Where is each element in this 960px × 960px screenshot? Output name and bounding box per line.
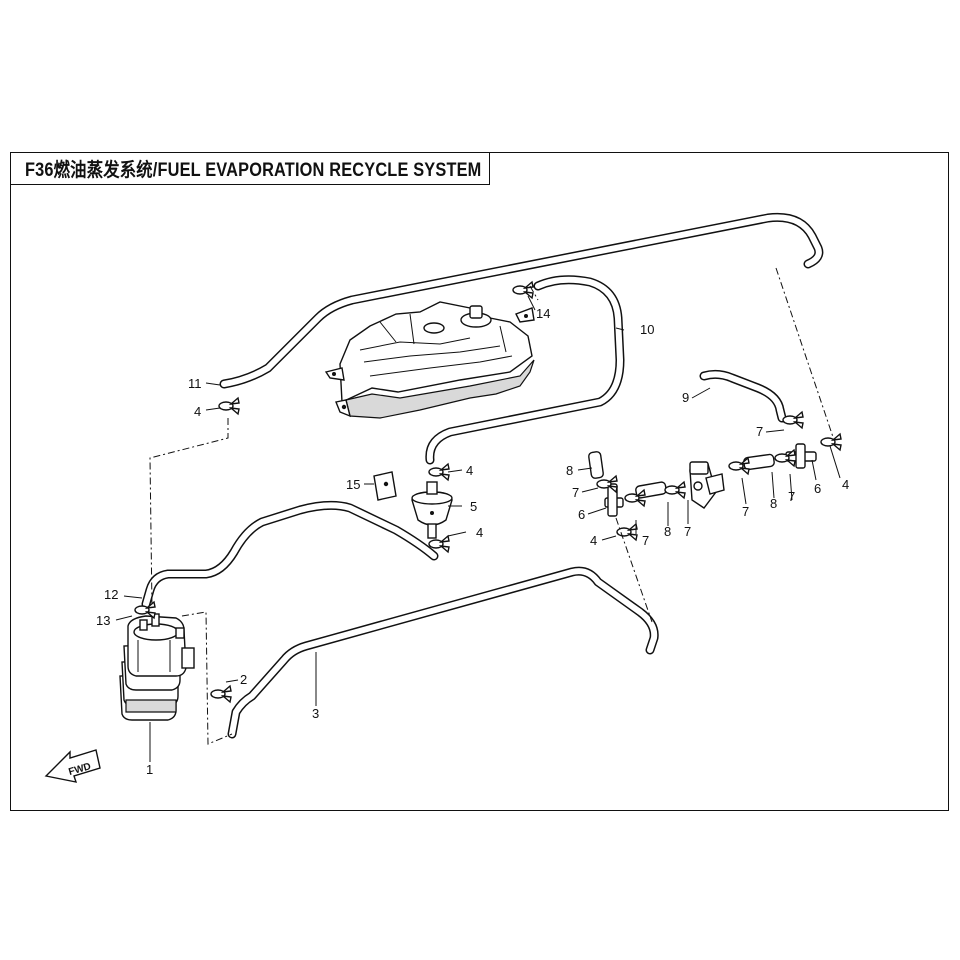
callout-4a: 4 (194, 404, 201, 419)
callout-7c: 7 (684, 524, 691, 539)
callout-8b: 8 (664, 524, 671, 539)
clamp-7c-icon (664, 480, 686, 500)
clamp-13-icon (134, 600, 156, 620)
hose-12 (141, 500, 439, 609)
callout-4b: 4 (466, 463, 473, 478)
callout-7a: 7 (572, 485, 579, 500)
t-connector-6a (604, 483, 624, 517)
callout-12: 12 (104, 587, 118, 602)
fuel-filter-5 (411, 481, 453, 539)
callout-7f: 7 (756, 424, 763, 439)
canister-1 (119, 613, 195, 721)
clamp-2-icon (210, 684, 232, 704)
callout-1: 1 (146, 762, 153, 777)
callout-8c: 8 (770, 496, 777, 511)
clamp-4e-icon (820, 432, 842, 452)
clamp-7e-icon (774, 448, 796, 468)
callout-4c: 4 (476, 525, 483, 540)
assembly-lines (149, 267, 835, 745)
clamp-7a-icon (596, 474, 618, 494)
callout-14: 14 (536, 306, 550, 321)
callout-11: 11 (188, 376, 202, 391)
callout-6a: 6 (578, 507, 585, 522)
hose-segment-8a (588, 451, 604, 479)
fuel-tank (324, 301, 535, 419)
callout-4e: 4 (842, 477, 849, 492)
clamp-group (134, 280, 842, 704)
bracket-15 (373, 471, 397, 501)
callout-7b: 7 (642, 533, 649, 548)
fwd-arrow-icon: FWD (44, 749, 101, 783)
callout-13: 13 (96, 613, 110, 628)
callout-15: 15 (346, 477, 360, 492)
callout-7d: 7 (742, 504, 749, 519)
callout-6b: 6 (814, 481, 821, 496)
hose-11 (219, 212, 824, 389)
callout-4d: 4 (590, 533, 597, 548)
callout-7e: 7 (788, 489, 795, 504)
valve-assembly (689, 461, 725, 509)
callout-3: 3 (312, 706, 319, 721)
callout-numbers: 1 2 3 4 4 4 4 4 5 6 6 7 7 7 7 7 7 8 8 8 … (96, 306, 849, 777)
page-title: F36燃油蒸发系统/FUEL EVAPORATION RECYCLE SYSTE… (25, 160, 482, 181)
clamp-4b-icon (428, 462, 450, 482)
callout-8a: 8 (566, 463, 573, 478)
clamp-7b-icon (624, 488, 646, 508)
clamp-14-icon (512, 280, 534, 300)
leader-lines (115, 295, 841, 762)
clamp-4c-icon (428, 534, 450, 554)
callout-9: 9 (682, 390, 689, 405)
hose-9 (699, 369, 787, 423)
hose-10 (425, 275, 625, 465)
clamp-7d-icon (728, 456, 750, 476)
clamp-7f-icon (782, 410, 804, 430)
clamp-4d-icon (616, 522, 638, 542)
title-box: F36燃油蒸发系统/FUEL EVAPORATION RECYCLE SYSTE… (10, 152, 490, 185)
hose-3 (227, 566, 659, 739)
callout-10: 10 (640, 322, 654, 337)
callout-5: 5 (470, 499, 477, 514)
callout-2: 2 (240, 672, 247, 687)
clamp-4a-icon (218, 396, 240, 416)
